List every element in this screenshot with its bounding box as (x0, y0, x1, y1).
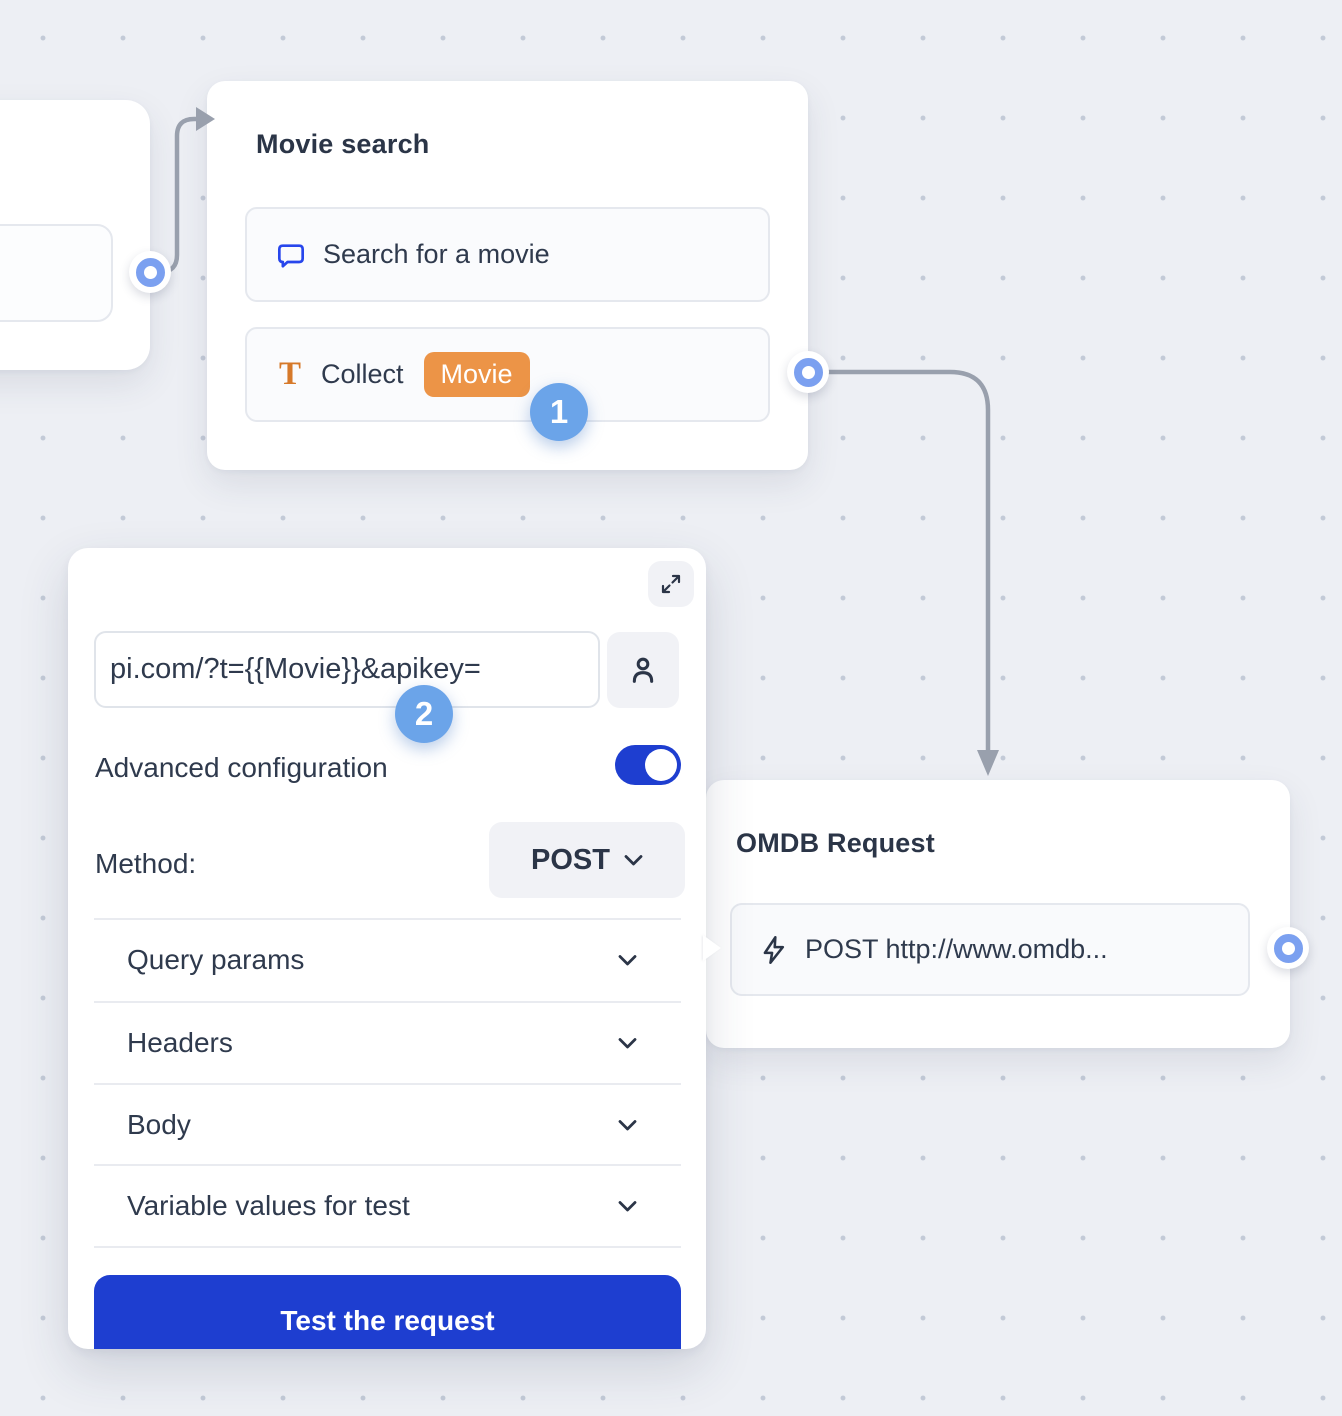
chevron-down-icon (618, 1200, 637, 1213)
partial-node-row[interactable] (0, 224, 113, 322)
section-label: Query params (127, 944, 305, 975)
step-1-badge: 1 (530, 383, 588, 441)
advanced-configuration-toggle[interactable] (615, 745, 681, 785)
toggle-knob (645, 749, 677, 781)
section-query-params[interactable]: Query params (94, 920, 681, 1000)
advanced-configuration-label: Advanced configuration (95, 752, 388, 783)
expand-button[interactable] (648, 561, 694, 607)
person-icon (627, 654, 659, 686)
text-collect-icon: T (279, 356, 302, 392)
test-request-button[interactable]: Test the request (94, 1275, 681, 1349)
divider (94, 1083, 681, 1085)
divider (94, 1001, 681, 1003)
divider (94, 1164, 681, 1166)
port-ring-icon (135, 257, 165, 287)
output-port-movie-node[interactable] (787, 351, 829, 393)
webhook-editor-panel: Advanced configuration Method: POST Quer… (68, 548, 706, 1349)
method-value: POST (531, 843, 610, 876)
partial-node-card[interactable] (0, 100, 150, 370)
divider (94, 1246, 681, 1248)
chevron-down-icon (618, 1119, 637, 1132)
chat-bubble-icon (277, 241, 305, 269)
lightning-icon (759, 935, 787, 965)
port-ring-icon (1273, 933, 1303, 963)
section-variable-values[interactable]: Variable values for test (94, 1166, 681, 1246)
movie-search-node-card[interactable]: Movie search Search for a movie T Collec… (207, 81, 808, 470)
variable-badge[interactable]: Movie (423, 352, 530, 397)
section-headers[interactable]: Headers (94, 1003, 681, 1083)
message-block-label: Search for a movie (323, 239, 550, 269)
message-block-row[interactable]: Search for a movie (245, 207, 770, 302)
webhook-block-row[interactable]: POST http://www.omdb... (730, 903, 1250, 996)
divider (94, 918, 681, 920)
chevron-down-icon (618, 954, 637, 967)
collect-block-label: Collect (321, 359, 404, 389)
method-label: Method: (95, 848, 197, 879)
method-dropdown[interactable]: POST (489, 822, 685, 898)
section-body[interactable]: Body (94, 1085, 681, 1165)
connector-into-movie-node (147, 116, 200, 275)
input-port-omdb-node[interactable] (703, 935, 721, 961)
node-title: OMDB Request (736, 828, 935, 858)
arrowhead-down-icon (977, 750, 999, 776)
section-label: Variable values for test (127, 1190, 410, 1221)
node-title: Movie search (256, 129, 430, 159)
chevron-down-icon (624, 854, 643, 867)
section-label: Headers (127, 1027, 233, 1058)
step-2-badge: 2 (395, 685, 453, 743)
output-port-omdb-node[interactable] (1267, 927, 1309, 969)
collect-block-row[interactable]: T Collect Movie (245, 327, 770, 422)
webhook-block-label: POST http://www.omdb... (805, 934, 1108, 964)
port-ring-icon (793, 357, 823, 387)
connector-movie-to-omdb (805, 369, 991, 755)
expand-icon (659, 572, 683, 596)
output-port-partial-node[interactable] (129, 251, 171, 293)
insert-variable-button[interactable] (607, 632, 679, 708)
url-input[interactable] (94, 631, 600, 708)
section-label: Body (127, 1109, 191, 1140)
chevron-down-icon (618, 1037, 637, 1050)
omdb-request-node-card[interactable]: OMDB Request POST http://www.omdb... (706, 780, 1290, 1048)
